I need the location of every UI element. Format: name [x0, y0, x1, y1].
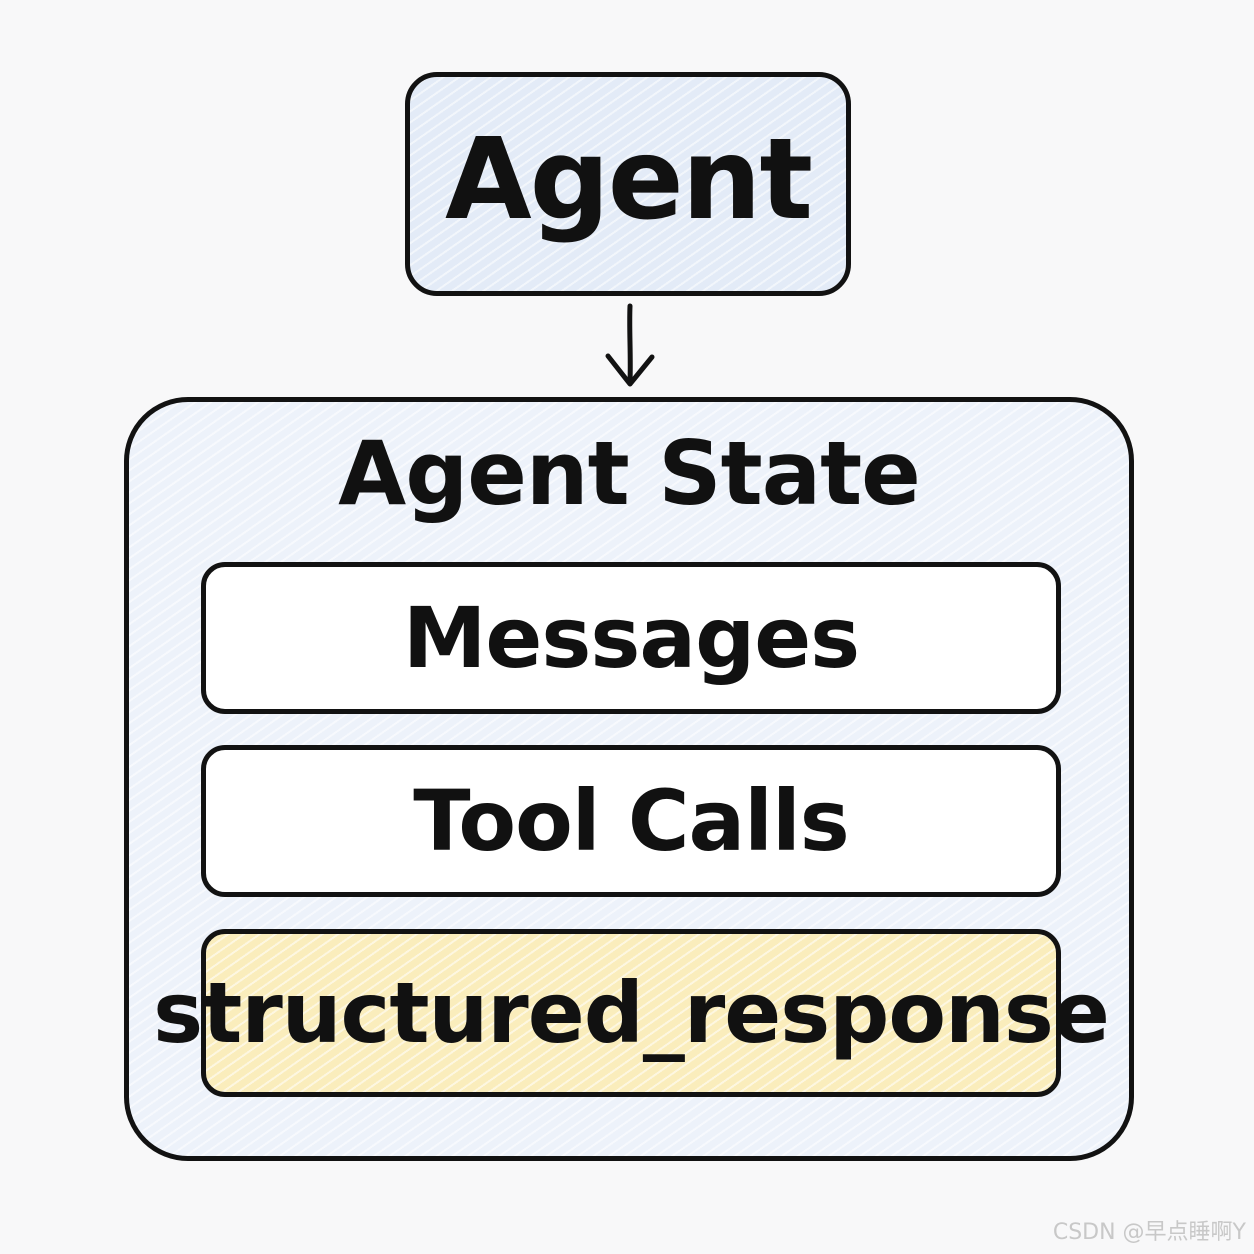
down-arrow-icon: [605, 303, 655, 387]
agent-state-container: Agent State Messages Tool Calls structur…: [124, 397, 1134, 1161]
field-tool-calls: Tool Calls: [201, 745, 1061, 897]
watermark: CSDN @早点睡啊Y: [1052, 1220, 1246, 1245]
field-messages: Messages: [201, 562, 1061, 714]
agent-state-title: Agent State: [338, 422, 921, 525]
agent-label: Agent: [444, 115, 813, 245]
agent-node: Agent: [405, 72, 851, 296]
field-structured-response: structured_response: [153, 929, 1110, 1097]
